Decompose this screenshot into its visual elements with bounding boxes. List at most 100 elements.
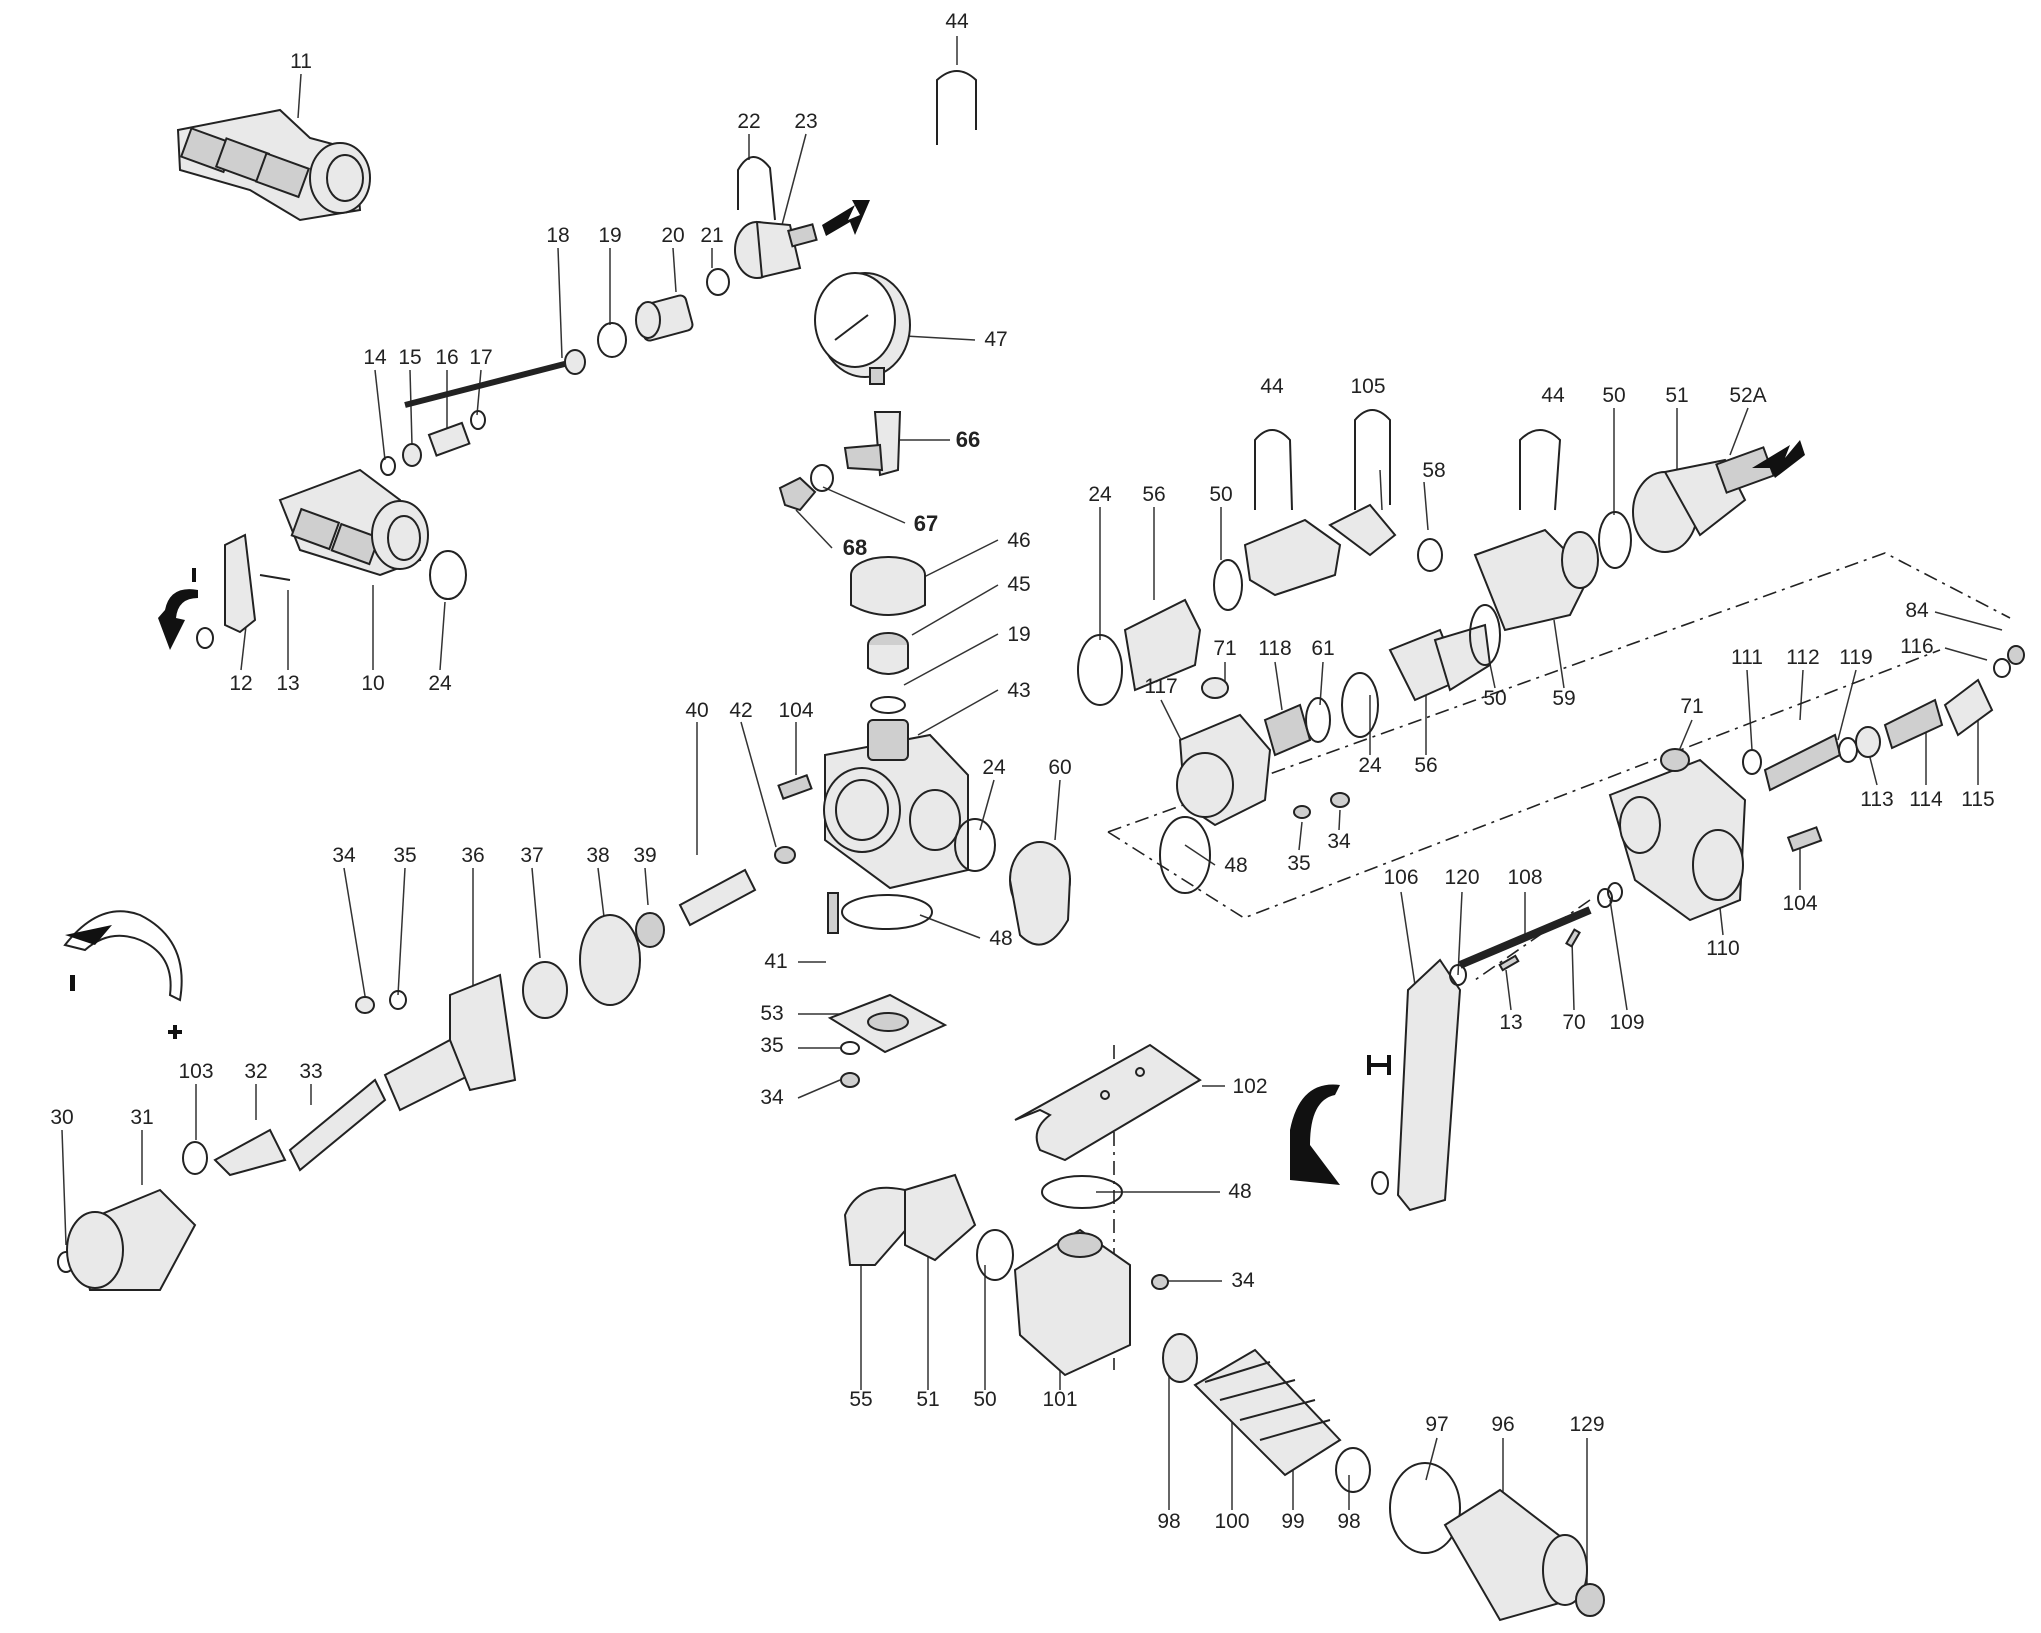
part-callout-label: 118 — [1258, 637, 1291, 660]
part-callout-label: 61 — [1311, 637, 1334, 660]
part-callout-label: 104 — [778, 699, 813, 722]
assembly-boundary — [1107, 552, 2011, 1370]
part-callout-label: 32 — [244, 1060, 267, 1083]
part-callout-label: 66 — [956, 427, 980, 452]
part-callout-label: 44 — [1260, 375, 1284, 398]
part-22-clip — [737, 156, 776, 221]
part-callout-label: 51 — [916, 1388, 939, 1411]
part-callout-label: 102 — [1232, 1075, 1267, 1098]
part-callout-label: 117 — [1144, 675, 1177, 698]
part-callout-label: 24 — [1088, 483, 1112, 506]
part-callout-label: 44 — [1541, 384, 1565, 407]
part-callout-label: 109 — [1609, 1011, 1644, 1034]
part-callout-label: 45 — [1007, 573, 1030, 596]
part-callout-label: 48 — [1224, 854, 1247, 877]
part-callout-label: 21 — [700, 224, 723, 247]
part-callout-label: 41 — [764, 950, 787, 973]
part-callout-label: 46 — [1007, 529, 1030, 552]
part-callout-label: 20 — [661, 224, 684, 247]
part-47-pressure-gauge — [814, 272, 911, 385]
part-35-washer — [840, 1041, 860, 1055]
part-callout-label: 23 — [794, 110, 817, 133]
part-callout-label: 34 — [1327, 830, 1351, 853]
flow-arrow-right-icon — [1752, 440, 1805, 478]
part-callout-label: 19 — [598, 224, 621, 247]
part-callout-label: 35 — [1287, 852, 1310, 875]
part-42-screw — [774, 846, 796, 864]
part-callout-label: 101 — [1042, 1388, 1077, 1411]
part-callout-label: 24 — [428, 672, 452, 695]
part-callout-label: 113 — [1860, 788, 1893, 811]
part-23-connector — [734, 220, 818, 279]
part-callout-label: 34 — [1231, 1269, 1255, 1292]
part-callout-label: 18 — [546, 224, 569, 247]
part-43-central-body — [823, 719, 969, 890]
part-callout-label: 111 — [1731, 646, 1763, 669]
part-callout-label: 70 — [1562, 1011, 1585, 1034]
part-callout-label: 100 — [1214, 1510, 1249, 1533]
part-callout-label: 116 — [1900, 635, 1933, 658]
part-callout-label: 119 — [1839, 646, 1872, 669]
part-callout-label: 24 — [1358, 754, 1382, 777]
part-callout-label: 129 — [1569, 1413, 1604, 1436]
part-callout-label: 34 — [332, 844, 356, 867]
parts-lever-106-shaft-108 — [1396, 882, 1623, 1212]
part-callout-label: 56 — [1142, 483, 1165, 506]
part-60-cap — [1009, 841, 1071, 946]
part-callout-label: 99 — [1281, 1510, 1304, 1533]
part-10-valve-body — [278, 468, 429, 577]
part-callout-label: 31 — [130, 1106, 153, 1129]
parts-right-valve-110 — [1608, 645, 2025, 922]
parts-18-21 — [404, 268, 730, 408]
part-callout-label: 47 — [984, 328, 1007, 351]
part-callout-label: 14 — [363, 346, 387, 369]
rotation-arrow-right — [1290, 1055, 1391, 1195]
parts-right-mid-assembly — [1159, 604, 1501, 894]
part-44-clip — [936, 70, 977, 145]
part-104-stud — [777, 774, 813, 800]
parts-66-68-fittings — [778, 411, 902, 512]
part-callout-label: 35 — [760, 1034, 783, 1057]
part-callout-label: 33 — [299, 1060, 322, 1083]
part-callout-label: 114 — [1909, 788, 1943, 811]
part-callout-label: 55 — [849, 1388, 872, 1411]
part-callout-label: 51 — [1665, 384, 1688, 407]
part-callout-label: 103 — [178, 1060, 213, 1083]
part-callout-label: 50 — [973, 1388, 996, 1411]
part-callout-label: 112 — [1786, 646, 1819, 669]
part-callout-label: 59 — [1552, 687, 1575, 710]
part-callout-label: 48 — [1228, 1180, 1251, 1203]
part-callout-label: 11 — [290, 50, 312, 73]
rotation-arrow-small — [158, 568, 214, 650]
part-callout-label: 98 — [1337, 1510, 1360, 1533]
part-callout-label: 50 — [1483, 687, 1506, 710]
part-41-pin — [827, 892, 839, 934]
part-callout-label: 98 — [1157, 1510, 1180, 1533]
part-callout-label: 52A — [1729, 384, 1766, 407]
part-callout-label: 48 — [989, 927, 1012, 950]
part-callout-label: 40 — [685, 699, 708, 722]
part-12-lever — [224, 533, 291, 634]
part-callout-label: 71 — [1213, 637, 1236, 660]
part-callout-label: 13 — [276, 672, 299, 695]
part-11-valve-body — [176, 108, 371, 222]
part-callout-label: 110 — [1706, 937, 1739, 960]
part-callout-label: 22 — [737, 110, 760, 133]
part-callout-label: 17 — [469, 346, 492, 369]
part-callout-label: 19 — [1007, 623, 1030, 646]
part-callout-label: 104 — [1782, 892, 1817, 915]
part-callout-label: 120 — [1444, 866, 1479, 889]
flow-arrow-icon — [822, 200, 870, 236]
part-callout-label: 12 — [229, 672, 252, 695]
part-callout-label: 67 — [914, 511, 938, 536]
part-callout-label: 115 — [1961, 788, 1994, 811]
parts-46-45-19 — [850, 556, 926, 714]
part-callout-label: 39 — [633, 844, 656, 867]
part-callout-label: 30 — [50, 1106, 73, 1129]
parts-bottom-strainer — [1162, 1333, 1605, 1622]
part-callout-label: 13 — [1499, 1011, 1522, 1034]
part-callout-label: 24 — [982, 756, 1006, 779]
